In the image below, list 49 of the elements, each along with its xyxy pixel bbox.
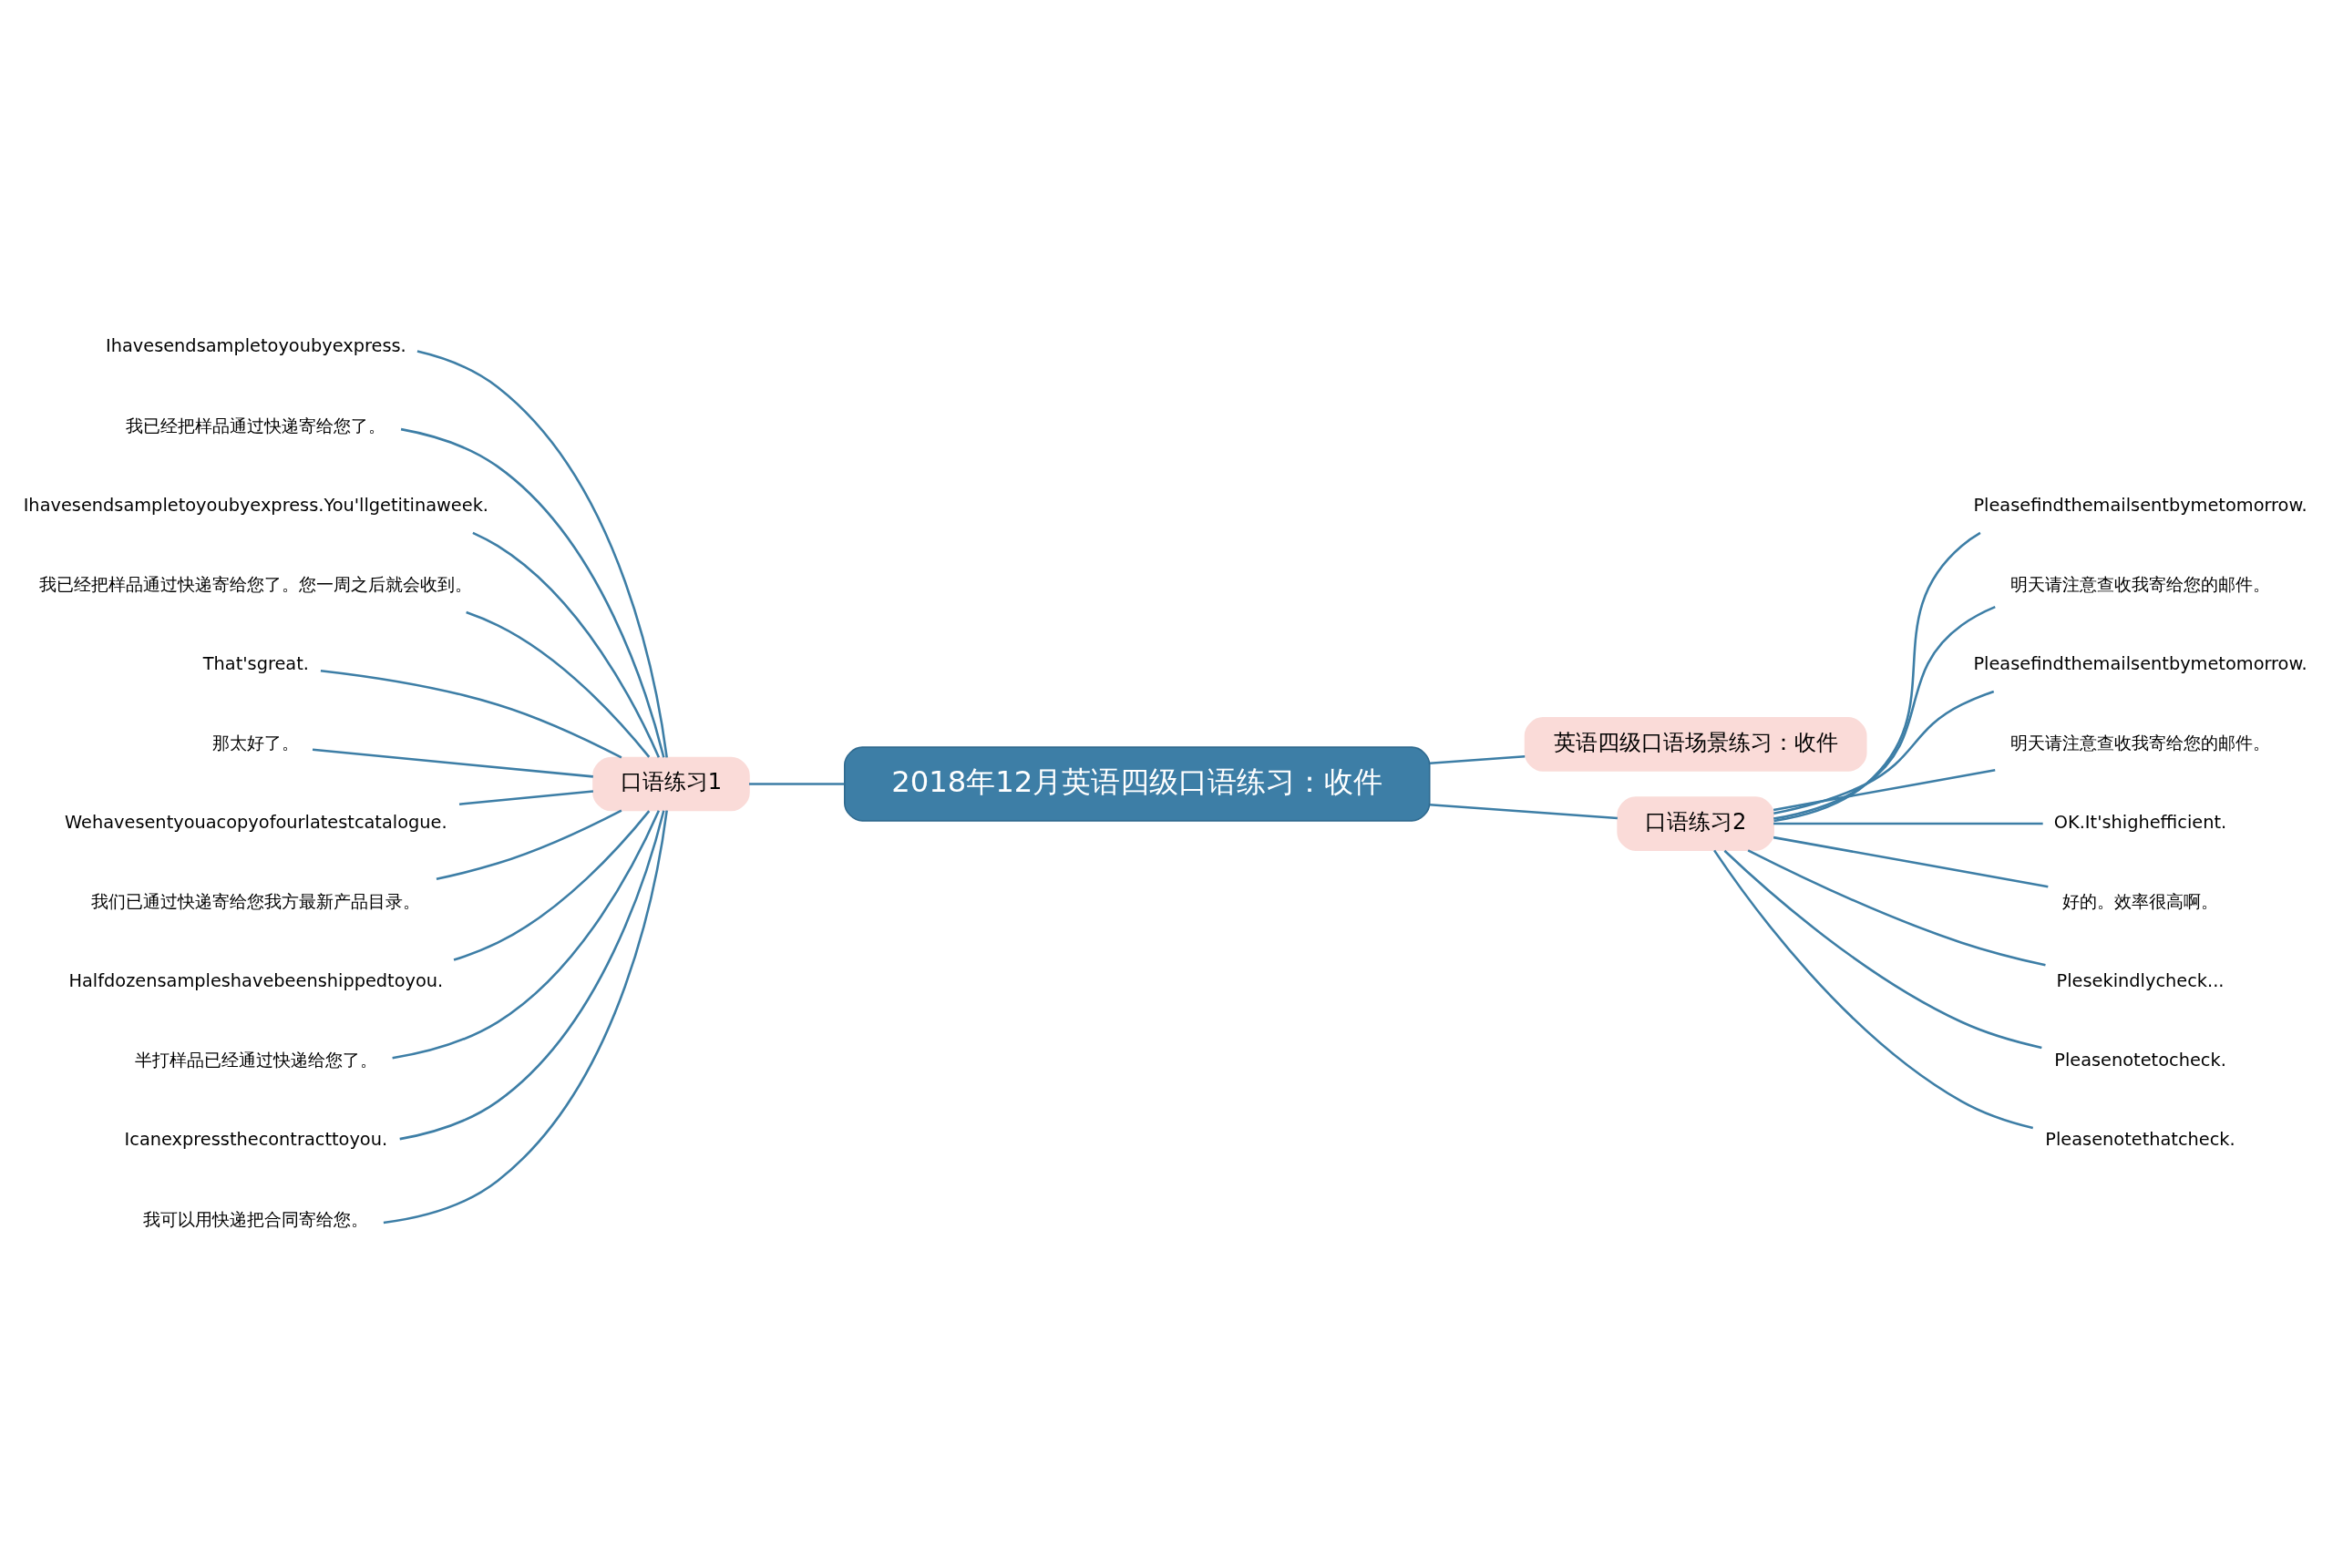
connector <box>416 350 668 758</box>
node-text: 明天请注意查收我寄给您的邮件。 <box>2010 573 2271 595</box>
node-text: 我可以用快递把合同寄给您。 <box>143 1208 369 1230</box>
node-text: 半打样品已经通过快递给您了。 <box>134 1050 377 1071</box>
connector <box>749 783 845 785</box>
node-text: Pleasefindthemailsentbymetomorrow. <box>1973 494 2307 516</box>
node-text: OK.It'shighefficient. <box>2053 812 2227 834</box>
connector <box>436 809 622 880</box>
node-text: Pleasenotetocheck. <box>2054 1050 2226 1071</box>
node-text: Icanexpressthecontracttoyou. <box>124 1129 388 1151</box>
node-text: Ihavesendsampletoyoubyexpress.You'llgetitinaweek. <box>23 494 488 516</box>
connector <box>312 748 593 778</box>
node-box: 口语练习1 <box>592 756 750 812</box>
connector <box>472 531 661 758</box>
connector <box>1773 690 1995 815</box>
connector <box>1429 804 1618 820</box>
node-text: 那太好了。 <box>212 732 300 753</box>
node-box: 英语四级口语场景练习：收件 <box>1524 717 1867 772</box>
node-text: Pleasefindthemailsentbymetomorrow. <box>1973 652 2307 674</box>
connector <box>400 427 665 758</box>
connector <box>458 790 594 805</box>
node-box: 口语练习2 <box>1617 796 1774 851</box>
node-box: 2018年12月英语四级口语练习：收件 <box>844 746 1431 822</box>
node-text: 好的。效率很高啊。 <box>2062 891 2219 913</box>
connector <box>1429 754 1526 764</box>
node-text: 明天请注意查收我寄给您的邮件。 <box>2010 732 2271 753</box>
connector <box>1773 606 1996 820</box>
node-text: Pleasenotethatcheck. <box>2045 1129 2235 1151</box>
connector <box>466 610 651 758</box>
connector <box>320 669 622 759</box>
connector <box>1773 822 2043 825</box>
connector <box>1773 835 2049 888</box>
connector <box>399 810 665 1141</box>
node-text: 我们已通过快递寄给您我方最新产品目录。 <box>91 891 421 913</box>
connector <box>1773 531 1981 823</box>
node-text: Halfdozensampleshavebeenshippedtoyou. <box>68 970 444 992</box>
node-text: 我已经把样品通过快递寄给您了。您一周之后就会收到。 <box>39 573 473 595</box>
connector <box>1747 849 2046 967</box>
connector <box>383 810 668 1225</box>
connector <box>1723 849 2042 1050</box>
connector <box>392 810 661 1060</box>
node-text: That'sgreat. <box>202 652 309 674</box>
connector <box>1773 769 1996 812</box>
connector <box>453 810 651 961</box>
node-text: Wehavesentyouacopyofourlatestcatalogue. <box>65 812 447 834</box>
node-text: Plesekindlycheck... <box>2056 970 2225 992</box>
node-text: 我已经把样品通过快递寄给您了。 <box>126 415 386 436</box>
node-text: Ihavesendsampletoyoubyexpress. <box>105 335 406 357</box>
connector <box>1713 849 2034 1130</box>
